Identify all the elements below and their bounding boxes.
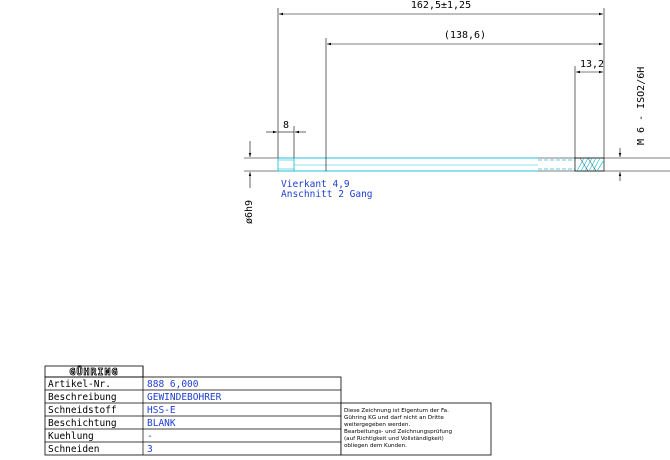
overall-length-label: 162,5±1,25 bbox=[411, 0, 471, 11]
note-chamfer: Anschnitt 2 Gang bbox=[281, 189, 373, 200]
legal-line-2: Gühring KG und darf nicht an Dritte bbox=[344, 415, 444, 421]
row-label-flutes: Schneiden bbox=[48, 444, 99, 455]
legal-line-6: obliegen dem Kunden. bbox=[344, 443, 407, 449]
legal-line-5: (auf Richtigkeit und Vollständigkeit) bbox=[344, 436, 444, 442]
guehring-logo: GÜHRING bbox=[69, 364, 118, 378]
row-label-material: Schneidstoff bbox=[48, 405, 117, 416]
legal-line-3: weitergegeben werden. bbox=[344, 422, 410, 428]
row-label-coating: Beschichtung bbox=[48, 418, 117, 429]
row-label-cooling: Kuehlung bbox=[48, 431, 94, 442]
shank-diameter-label: ø6h9 bbox=[244, 200, 255, 224]
dim-thread-spec: M 6 - ISO2/6H bbox=[618, 67, 647, 181]
row-value-coating: BLANK bbox=[147, 418, 176, 429]
dim-overall-length: 162,5±1,25 bbox=[277, 0, 605, 158]
row-value-article: 888 6,000 bbox=[147, 379, 199, 390]
row-label-article: Artikel-Nr. bbox=[48, 379, 111, 390]
legal-line-4: Bearbeitungs- und Zeichnungsprüfung bbox=[344, 429, 453, 435]
row-value-description: GEWINDEBOHRER bbox=[147, 392, 222, 403]
square-drive-label: 8 bbox=[283, 120, 289, 131]
row-value-material: HSS-E bbox=[147, 405, 176, 416]
thread-spec-label: M 6 - ISO2/6H bbox=[636, 67, 647, 145]
legal-line-1: Diese Zeichnung ist Eigentum der Fa. bbox=[344, 408, 449, 414]
dim-square-drive: 8 bbox=[266, 120, 306, 158]
title-block: GÜHRING Artikel-Nr. 888 6,000 Beschreibu… bbox=[44, 364, 492, 456]
thread-length-label: 13,2 bbox=[580, 59, 604, 70]
row-value-cooling: - bbox=[147, 431, 153, 442]
row-label-description: Beschreibung bbox=[48, 392, 117, 403]
reference-length-label: (138,6) bbox=[444, 30, 486, 41]
square-drive bbox=[277, 157, 295, 172]
dim-shank-diameter: ø6h9 bbox=[244, 141, 255, 224]
dim-reference-length: (138,6) bbox=[325, 30, 603, 158]
row-value-flutes: 3 bbox=[147, 444, 153, 455]
dim-thread-length: 13,2 bbox=[574, 59, 604, 158]
note-square-size: Vierkant 4,9 bbox=[281, 179, 350, 190]
legal-notice-box bbox=[340, 402, 492, 456]
tap-tool-outline bbox=[244, 157, 670, 172]
thread-section bbox=[574, 157, 605, 172]
